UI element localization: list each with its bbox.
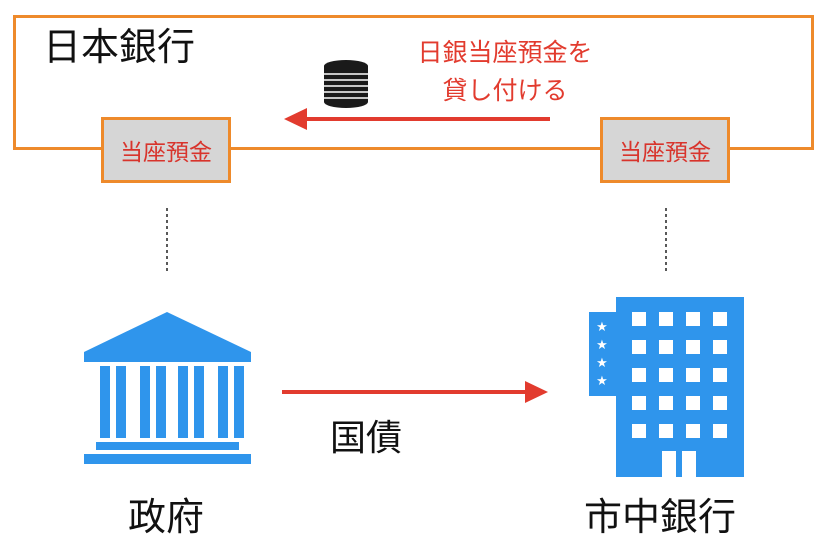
commercial-bank-building-icon: ★ ★ ★ ★ [589, 297, 744, 477]
loan-description: 日銀当座預金を 貸し付ける [400, 34, 610, 110]
government-label: 政府 [128, 495, 205, 539]
svg-text:★: ★ [596, 374, 608, 389]
coin-stack-icon [324, 60, 368, 108]
government-bond-label: 国債 [330, 418, 403, 459]
bond-arrow [282, 381, 548, 403]
commercial-bank-current-account-box: 当座預金 [600, 117, 730, 183]
commercial-bank-current-account-label: 当座預金 [619, 140, 711, 166]
svg-text:★: ★ [596, 356, 608, 371]
bank-of-japan-frame [13, 15, 814, 150]
commercial-bank-label: 市中銀行 [584, 495, 737, 539]
government-current-account-box: 当座預金 [101, 117, 231, 183]
loan-description-line2: 貸し付ける [442, 76, 568, 105]
bank-of-japan-title: 日本銀行 [43, 25, 196, 69]
loan-arrow [284, 108, 550, 130]
svg-text:★: ★ [596, 320, 608, 335]
government-current-account-label: 当座預金 [120, 140, 212, 166]
loan-description-line1: 日銀当座預金を [417, 38, 593, 67]
government-building-icon [84, 312, 251, 464]
svg-text:★: ★ [596, 338, 608, 353]
